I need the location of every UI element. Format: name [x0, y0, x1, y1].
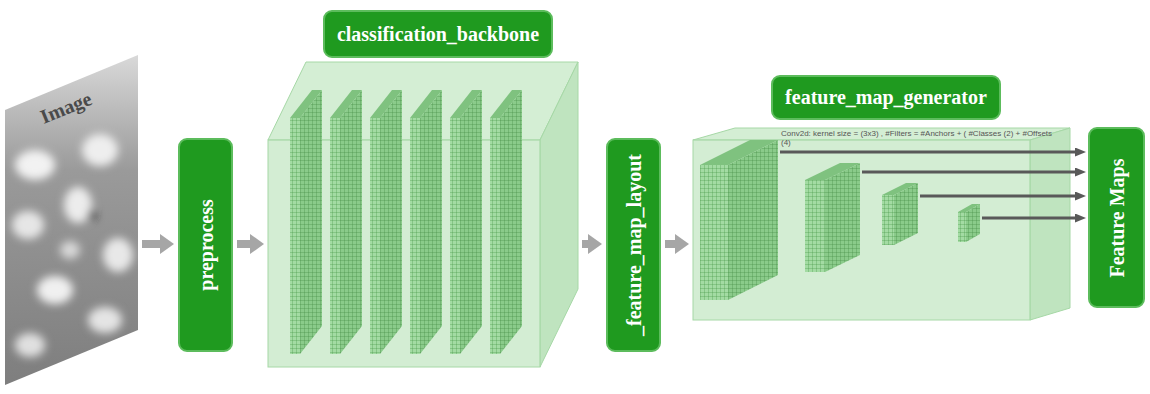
node-label: _feature_map_layout — [623, 154, 645, 336]
header-pill: classification_backbone — [323, 10, 553, 58]
process-box: _feature_map_layout — [606, 138, 661, 352]
backbone-cuboid — [268, 62, 578, 367]
slab-front — [700, 165, 728, 300]
slab-side — [894, 183, 918, 245]
slab-side — [728, 140, 778, 300]
header-label: classification_backbone — [337, 23, 539, 46]
blob — [15, 333, 45, 357]
slab-side — [825, 163, 860, 272]
flow-arrow — [237, 240, 250, 248]
layer-slab — [490, 90, 522, 354]
slab-front — [450, 118, 460, 354]
blob — [12, 211, 44, 239]
slab-front — [370, 118, 380, 354]
blob — [37, 276, 73, 304]
slab-side — [300, 90, 322, 354]
slab-front — [805, 180, 825, 272]
blob — [82, 134, 118, 166]
cuboid-side — [540, 62, 578, 367]
picture-blobs — [12, 134, 133, 357]
node-label: Feature Maps — [1106, 158, 1128, 277]
slab-front — [882, 195, 894, 245]
input-picture — [5, 55, 138, 385]
layer-slab — [450, 90, 482, 354]
feature-layers — [700, 140, 980, 300]
slab-side — [460, 90, 482, 354]
output-arrow — [920, 195, 1075, 198]
slab-side — [420, 90, 442, 354]
slab-side — [380, 90, 402, 354]
slab-side — [500, 90, 522, 354]
header-label: feature_map_generator — [785, 86, 987, 109]
slab-side — [340, 90, 362, 354]
output-arrow — [862, 171, 1075, 174]
output-arrow — [982, 217, 1075, 220]
blob — [15, 150, 55, 180]
blob — [103, 238, 133, 272]
slab-front — [330, 118, 340, 354]
backbone-region: classification_backbone — [268, 62, 578, 367]
slab-front — [958, 212, 966, 242]
layer-slab — [290, 90, 322, 354]
layer-slab — [410, 90, 442, 354]
blob — [88, 307, 122, 333]
flow-arrow — [665, 240, 675, 248]
slab-front — [490, 118, 500, 354]
layer-slab — [370, 90, 402, 354]
process-box: preprocess — [178, 138, 233, 352]
input-image: Image — [5, 55, 138, 385]
header-pill: feature_map_generator — [771, 75, 1001, 120]
output-box: Feature Maps — [1088, 127, 1145, 308]
slab-side — [966, 204, 980, 242]
blob — [64, 187, 92, 223]
flow-arrow — [582, 240, 588, 248]
image-label: Image — [37, 87, 95, 128]
dark-spot — [88, 210, 96, 220]
feature-slab — [882, 183, 918, 245]
blob — [60, 241, 80, 259]
node-label: preprocess — [195, 199, 217, 290]
slab-front — [410, 118, 420, 354]
layer-slab — [330, 90, 362, 354]
output-arrow — [780, 151, 1075, 154]
generator-region: feature_map_generatorConv2d: kernel size… — [693, 128, 1070, 320]
feature-slab — [958, 204, 980, 242]
cuboid-front — [693, 140, 1030, 320]
feature-slab — [805, 163, 860, 272]
slab-front — [290, 118, 300, 354]
feature-slab — [700, 140, 778, 300]
annotation-text: Conv2d: kernel size = (3x3) , #Filters =… — [781, 129, 1061, 147]
picture-ground — [5, 55, 138, 385]
cuboid-side — [1030, 128, 1070, 320]
backbone-layers — [290, 90, 522, 354]
generator-cuboid — [693, 128, 1070, 320]
flow-arrow — [142, 240, 160, 248]
